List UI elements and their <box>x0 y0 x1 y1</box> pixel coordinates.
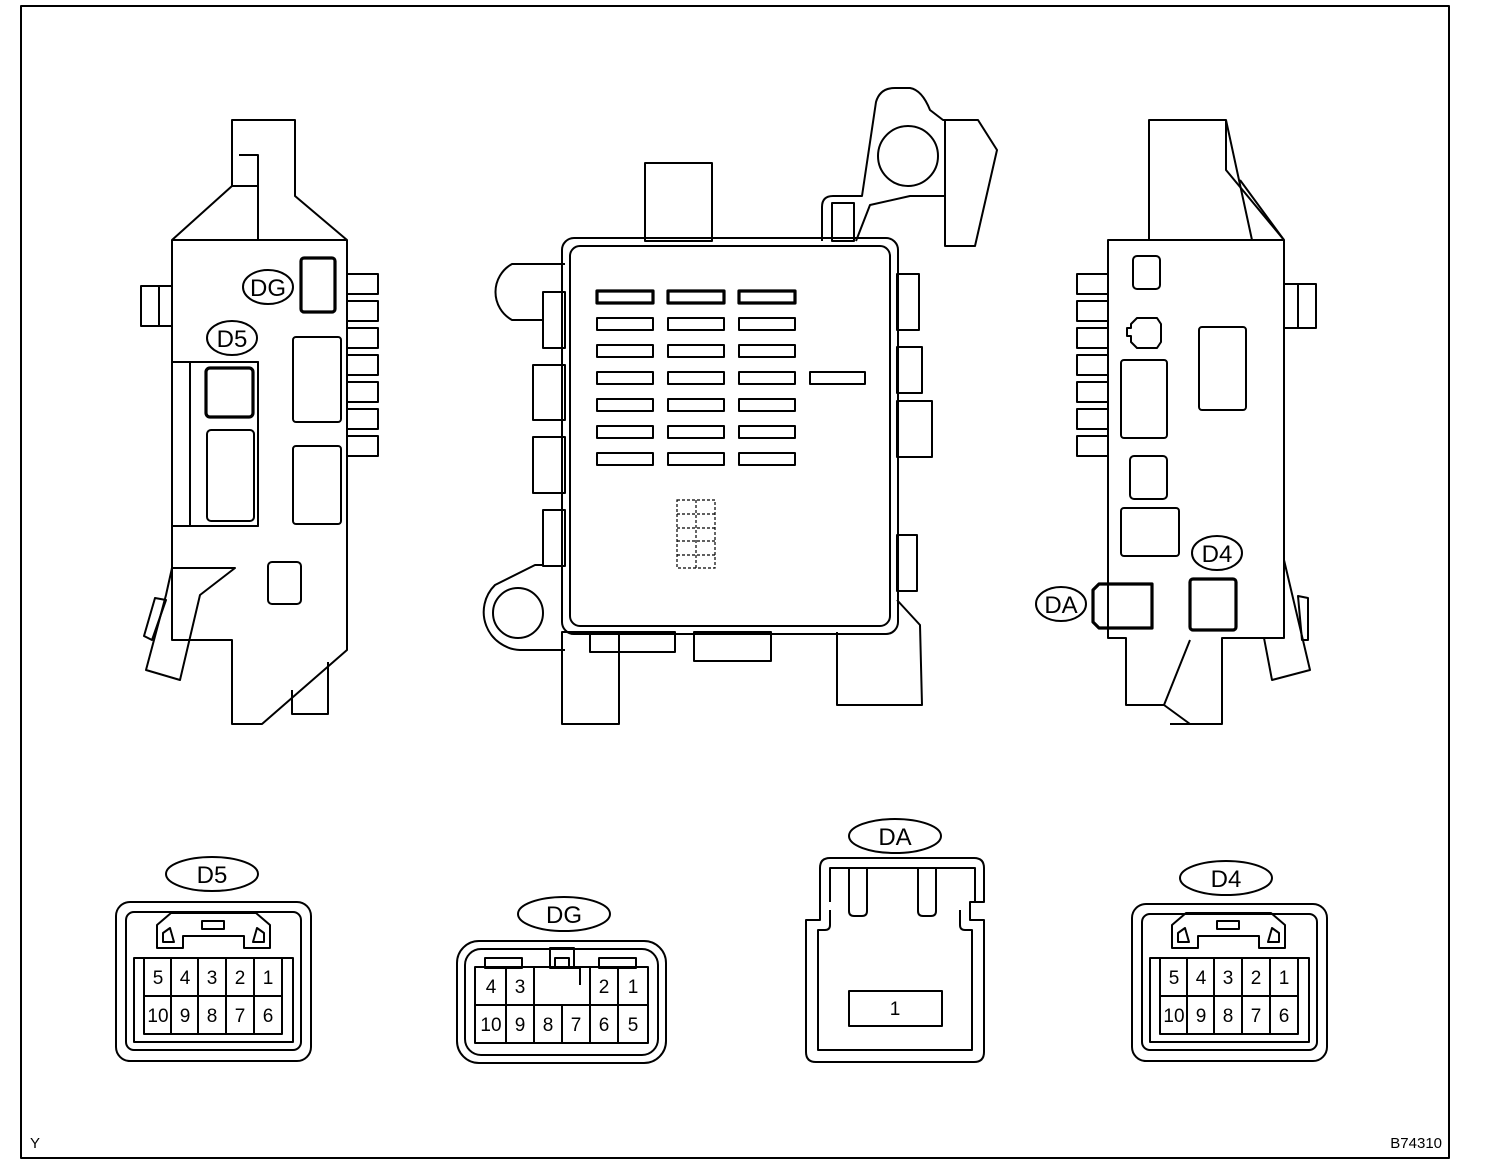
figure-code: B74310 <box>1390 1135 1442 1152</box>
pin: 3 <box>1223 968 1234 989</box>
right-side-view <box>1035 119 1317 725</box>
corner-mark: Y <box>30 1135 40 1152</box>
pin: 6 <box>1279 1006 1290 1027</box>
fuse-grid <box>595 289 866 466</box>
pin: 4 <box>1196 968 1207 989</box>
connector-d5-pins: 5 4 3 2 1 10 9 8 7 6 <box>147 968 273 1027</box>
pin: 1 <box>890 999 901 1020</box>
pin: 7 <box>571 1015 582 1036</box>
pin: 2 <box>235 968 246 989</box>
connector-d5-label: D5 <box>197 862 228 889</box>
dashed-relay-grid <box>676 499 716 569</box>
center-top-view <box>482 87 998 725</box>
connector-da-label: DA <box>878 824 911 851</box>
right-da-label: DA <box>1044 592 1077 619</box>
pin: 1 <box>263 968 274 989</box>
pin: 2 <box>599 977 610 998</box>
connector-da <box>805 818 985 1063</box>
pin: 1 <box>628 977 639 998</box>
pin: 10 <box>147 1006 168 1027</box>
right-d4-socket <box>1188 577 1238 632</box>
connector-d4-label: D4 <box>1211 866 1242 893</box>
connector-d5 <box>115 856 312 1062</box>
pin: 9 <box>515 1015 526 1036</box>
pin: 8 <box>207 1006 218 1027</box>
pin: 4 <box>180 968 191 989</box>
connector-dg <box>456 896 667 1064</box>
pin: 7 <box>1251 1006 1262 1027</box>
pin: 9 <box>1196 1006 1207 1027</box>
pin: 5 <box>153 968 164 989</box>
connector-d4-pins: 5 4 3 2 1 10 9 8 7 6 <box>1163 968 1289 1027</box>
pin: 8 <box>543 1015 554 1036</box>
pin: 5 <box>1169 968 1180 989</box>
left-dg-label: DG <box>250 275 286 302</box>
pin: 3 <box>515 977 526 998</box>
figure-border <box>20 5 1450 1159</box>
left-dg-socket <box>299 256 337 314</box>
pin: 3 <box>207 968 218 989</box>
pin: 6 <box>599 1015 610 1036</box>
connector-dg-label: DG <box>546 902 582 929</box>
pin: 8 <box>1223 1006 1234 1027</box>
pin: 5 <box>628 1015 639 1036</box>
right-d4-label: D4 <box>1202 541 1233 568</box>
pin: 1 <box>1279 968 1290 989</box>
pin: 2 <box>1251 968 1262 989</box>
pin: 6 <box>263 1006 274 1027</box>
right-da-socket <box>1091 582 1154 630</box>
pin: 4 <box>486 977 497 998</box>
pin: 10 <box>480 1015 501 1036</box>
pin: 7 <box>235 1006 246 1027</box>
pin: 9 <box>180 1006 191 1027</box>
left-d5-socket <box>204 366 255 419</box>
left-d5-label: D5 <box>217 326 248 353</box>
connector-dg-pins: 4 3 2 1 10 9 8 7 6 5 <box>480 977 638 1036</box>
pin: 10 <box>1163 1006 1184 1027</box>
connector-d4 <box>1131 860 1328 1062</box>
left-side-view <box>140 119 379 725</box>
